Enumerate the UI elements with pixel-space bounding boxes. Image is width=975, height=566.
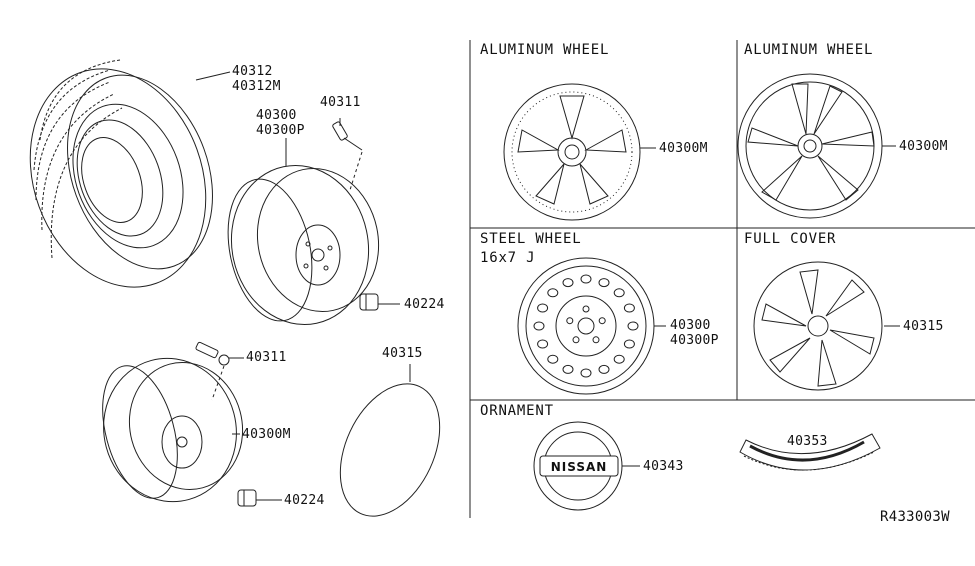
valve-stem-bottom-icon xyxy=(195,342,229,365)
vent-hole xyxy=(624,340,634,348)
lug-hole xyxy=(567,318,573,324)
valve-stem-top-icon xyxy=(332,121,362,150)
part-label-alu1: 40300M xyxy=(659,141,708,156)
aluminum-wheel-2-illustration xyxy=(738,74,882,218)
section-dividers xyxy=(470,40,975,518)
part-number: 40312 xyxy=(232,64,273,79)
ornament-emblem-text: NISSAN xyxy=(551,460,608,474)
leader-tire xyxy=(196,72,230,80)
vent-hole xyxy=(581,275,591,283)
part-label-nut-top: 40224 xyxy=(404,297,445,312)
part-label-wheel: 40300 40300P xyxy=(256,108,305,138)
vent-hole xyxy=(538,304,548,312)
part-label-label-strip: 40353 xyxy=(787,434,828,449)
label-strip-illustration xyxy=(740,434,880,470)
vent-hole xyxy=(538,340,548,348)
part-number: 40300 xyxy=(256,108,297,123)
section-title-steel-wheel: STEEL WHEEL xyxy=(480,231,582,247)
lug-nut-bottom-icon xyxy=(238,490,256,506)
part-label-steel: 40300 40300P xyxy=(670,318,719,348)
section-title-aluminum-wheel-1: ALUMINUM WHEEL xyxy=(480,42,610,58)
steel-wheel-size: 16x7 J xyxy=(480,250,536,266)
spare-wheel-illustration xyxy=(88,343,257,516)
wheel-cover-disc xyxy=(321,368,460,532)
part-label-alu2: 40300M xyxy=(899,139,948,154)
vent-hole xyxy=(614,289,624,297)
vent-hole xyxy=(614,355,624,363)
part-label-ornament: 40343 xyxy=(643,459,684,474)
vent-hole xyxy=(599,365,609,373)
steel-wheel-2-illustration xyxy=(518,258,654,394)
vent-hole xyxy=(563,279,573,287)
ornament-emblem-illustration xyxy=(534,422,622,510)
vent-hole xyxy=(581,369,591,377)
section-title-full-cover: FULL COVER xyxy=(744,231,837,247)
part-label-valve-top: 40311 xyxy=(320,95,361,110)
steel-wheel-illustration xyxy=(216,153,392,338)
part-label-full-cover: 40315 xyxy=(903,319,944,334)
vent-hole xyxy=(534,322,544,330)
vent-hole xyxy=(599,279,609,287)
vent-hole xyxy=(624,304,634,312)
section-title-ornament: ORNAMENT xyxy=(480,403,554,419)
lug-hole xyxy=(593,337,599,343)
vent-hole xyxy=(548,355,558,363)
vent-hole xyxy=(628,322,638,330)
vent-hole xyxy=(548,289,558,297)
tire-illustration xyxy=(1,44,238,312)
part-number: 40312M xyxy=(232,79,281,94)
vent-hole xyxy=(563,365,573,373)
part-number: 40300P xyxy=(256,123,305,138)
part-number: 40300P xyxy=(670,333,719,348)
steel-wheel-vent-holes xyxy=(534,275,638,377)
part-number: 40300 xyxy=(670,318,711,333)
part-label-tire: 40312 40312M xyxy=(232,64,281,94)
lug-hole xyxy=(599,318,605,324)
diagram-code: R433003W xyxy=(880,509,950,525)
lug-nut-top-icon xyxy=(360,294,378,310)
lug-hole xyxy=(573,337,579,343)
aluminum-wheel-1-illustration xyxy=(504,84,640,220)
part-label-valve-bottom: 40311 xyxy=(246,350,287,365)
part-label-spare-wheel: 40300M xyxy=(242,427,291,442)
lug-hole xyxy=(583,306,589,312)
full-cover-illustration xyxy=(754,262,882,390)
section-title-aluminum-wheel-2: ALUMINUM WHEEL xyxy=(744,42,874,58)
part-label-nut-bottom: 40224 xyxy=(284,493,325,508)
part-label-cover-left: 40315 xyxy=(382,346,423,361)
